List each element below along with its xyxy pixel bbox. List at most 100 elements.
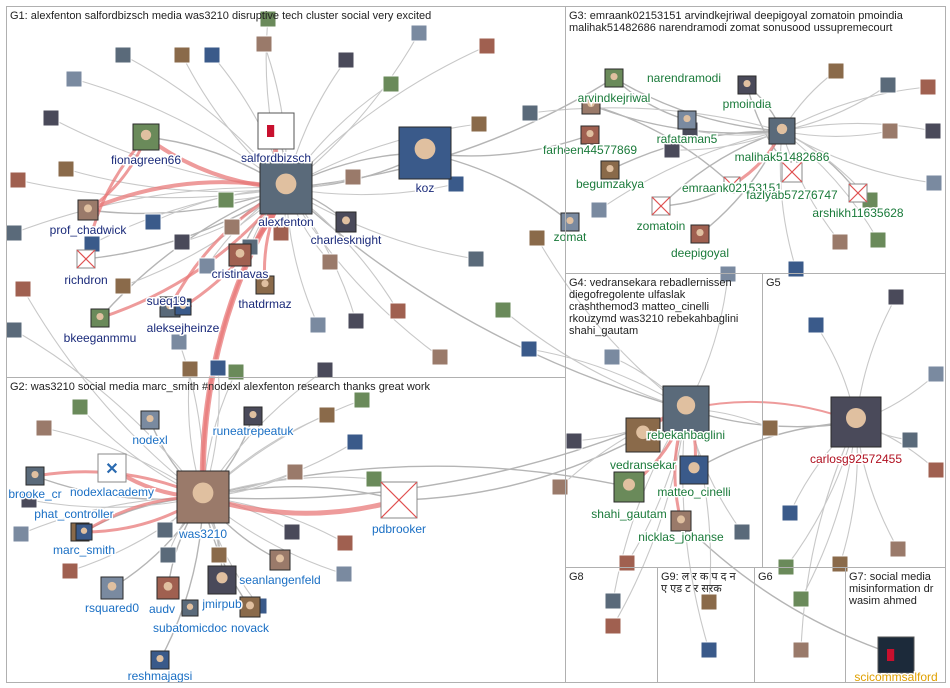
node-matteo_cinelli[interactable]: [679, 455, 709, 485]
node-richdron[interactable]: [76, 249, 96, 269]
minor-node-avatar[interactable]: [927, 365, 945, 383]
minor-node-avatar[interactable]: [223, 218, 241, 236]
minor-node-avatar[interactable]: [831, 233, 849, 251]
minor-node-avatar[interactable]: [286, 463, 304, 481]
node-thatdrmaz[interactable]: [255, 275, 275, 295]
node-nodexl[interactable]: [140, 410, 160, 430]
minor-node-avatar[interactable]: [61, 562, 79, 580]
node-narendramodi[interactable]: [604, 68, 624, 88]
minor-node-avatar[interactable]: [347, 312, 365, 330]
minor-node-avatar[interactable]: [159, 546, 177, 564]
minor-node-avatar[interactable]: [255, 35, 273, 53]
minor-node-avatar[interactable]: [209, 359, 227, 377]
node-brooke_cr[interactable]: [25, 466, 45, 486]
minor-node-avatar[interactable]: [144, 213, 162, 231]
minor-node-avatar[interactable]: [551, 478, 569, 496]
minor-node-avatar[interactable]: [927, 461, 945, 479]
minor-node-avatar[interactable]: [807, 316, 825, 334]
minor-node-avatar[interactable]: [603, 348, 621, 366]
minor-node-avatar[interactable]: [604, 592, 622, 610]
minor-node-avatar[interactable]: [925, 174, 943, 192]
node-cristinavas[interactable]: [228, 243, 252, 267]
node-carlosg92572455[interactable]: [830, 396, 882, 448]
minor-node-avatar[interactable]: [470, 115, 488, 133]
minor-node-avatar[interactable]: [663, 141, 681, 159]
minor-node-avatar[interactable]: [781, 504, 799, 522]
node-farheen44577869[interactable]: [580, 125, 600, 145]
minor-node-avatar[interactable]: [382, 75, 400, 93]
minor-node-avatar[interactable]: [924, 122, 942, 140]
minor-node-avatar[interactable]: [9, 171, 27, 189]
minor-node-avatar[interactable]: [700, 593, 718, 611]
minor-node-avatar[interactable]: [700, 641, 718, 659]
minor-node-avatar[interactable]: [410, 24, 428, 42]
node-runeatrepeatuk[interactable]: [243, 406, 263, 426]
minor-node-avatar[interactable]: [520, 340, 538, 358]
minor-node-avatar[interactable]: [316, 361, 334, 379]
minor-node-avatar[interactable]: [173, 233, 191, 251]
node-seanlangenfeld[interactable]: [269, 549, 291, 571]
minor-node-avatar[interactable]: [431, 348, 449, 366]
minor-node-avatar[interactable]: [881, 122, 899, 140]
minor-node-avatar[interactable]: [831, 555, 849, 573]
minor-node-avatar[interactable]: [353, 391, 371, 409]
node-aleksejheinze[interactable]: [174, 298, 192, 316]
minor-node-avatar[interactable]: [259, 10, 277, 28]
minor-node-avatar[interactable]: [901, 431, 919, 449]
minor-node-avatar[interactable]: [719, 265, 737, 283]
minor-node-avatar[interactable]: [792, 590, 810, 608]
minor-node-avatar[interactable]: [71, 398, 89, 416]
node-audv[interactable]: [156, 576, 180, 600]
node-arshikh11635628[interactable]: [848, 183, 868, 203]
node-nicklas_johanse[interactable]: [670, 510, 692, 532]
minor-node-avatar[interactable]: [20, 491, 38, 509]
minor-node-avatar[interactable]: [114, 46, 132, 64]
minor-node-avatar[interactable]: [57, 160, 75, 178]
minor-node-avatar[interactable]: [869, 231, 887, 249]
minor-node-avatar[interactable]: [827, 62, 845, 80]
minor-node-avatar[interactable]: [283, 523, 301, 541]
minor-node-avatar[interactable]: [309, 316, 327, 334]
minor-node-avatar[interactable]: [467, 250, 485, 268]
node-fazlyab57276747[interactable]: [781, 161, 803, 183]
minor-node-avatar[interactable]: [272, 224, 290, 242]
node-malihak51482686[interactable]: [768, 117, 796, 145]
minor-node-avatar[interactable]: [217, 191, 235, 209]
node-begumzakya[interactable]: [600, 160, 620, 180]
minor-node-avatar[interactable]: [494, 301, 512, 319]
node-deepigoyal[interactable]: [690, 224, 710, 244]
node-koz[interactable]: [398, 126, 452, 180]
minor-node-avatar[interactable]: [590, 201, 608, 219]
minor-node-avatar[interactable]: [604, 617, 622, 635]
minor-node-avatar[interactable]: [203, 46, 221, 64]
minor-node-avatar[interactable]: [14, 280, 32, 298]
node-charlesknight[interactable]: [335, 211, 357, 233]
minor-node-avatar[interactable]: [156, 521, 174, 539]
node-salfordbizsch[interactable]: [257, 112, 295, 150]
node-fionagreen66[interactable]: [132, 123, 160, 151]
node-rsquared0[interactable]: [100, 576, 124, 600]
minor-node-avatar[interactable]: [478, 37, 496, 55]
minor-node-avatar[interactable]: [733, 523, 751, 541]
minor-node-avatar[interactable]: [335, 565, 353, 583]
node-reshmajagsi[interactable]: [150, 650, 170, 670]
minor-node-avatar[interactable]: [447, 175, 465, 193]
node-jmirpub[interactable]: [207, 565, 237, 595]
minor-node-avatar[interactable]: [318, 406, 336, 424]
minor-node-avatar[interactable]: [521, 104, 539, 122]
node-nodexlacademy[interactable]: ✕: [97, 453, 127, 483]
node-emraank02153151[interactable]: [723, 176, 741, 194]
minor-node-avatar[interactable]: [919, 78, 937, 96]
minor-node-avatar[interactable]: [173, 46, 191, 64]
node-alexfenton[interactable]: [259, 161, 313, 215]
minor-node-avatar[interactable]: [210, 546, 228, 564]
minor-node-avatar[interactable]: [344, 168, 362, 186]
minor-node-avatar[interactable]: [528, 229, 546, 247]
node-was3210[interactable]: [176, 470, 230, 524]
minor-node-avatar[interactable]: [321, 253, 339, 271]
node-marc_smith[interactable]: [75, 523, 93, 541]
minor-node-avatar[interactable]: [337, 51, 355, 69]
minor-node-avatar[interactable]: [365, 470, 383, 488]
node-zomatoin[interactable]: [651, 196, 671, 216]
minor-node-avatar[interactable]: [42, 109, 60, 127]
